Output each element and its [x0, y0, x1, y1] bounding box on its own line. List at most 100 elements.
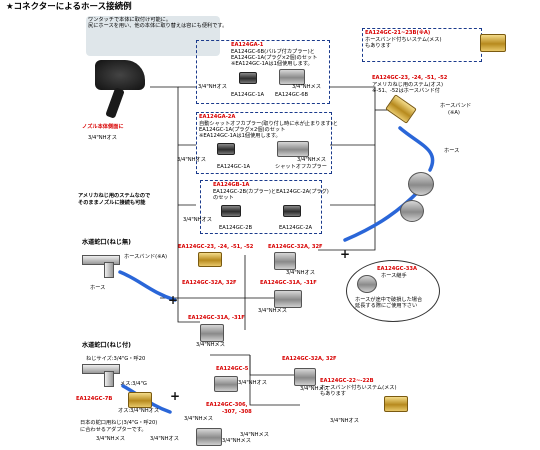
- code-307: -307, -308: [222, 409, 252, 415]
- svg-text:+: +: [340, 247, 350, 261]
- sa-label: (※A): [448, 110, 460, 116]
- hose-label-left: ホース: [90, 285, 106, 291]
- thread-female-6-label: 3/4"NHメス: [240, 432, 269, 438]
- set-box-2: EA124GA-2A 自動シャットオフカプラー(取り付し時に水が止まります)と …: [177, 112, 338, 174]
- water-tap-1-spout: [104, 262, 114, 278]
- box1-left-thread: 3/4"NHオス: [198, 84, 227, 90]
- water-tap-2-label: 水道蛇口(ねじ付): [82, 342, 131, 349]
- code-32a: EA124GC-32A, 32F: [268, 244, 323, 250]
- svg-text:+: +: [168, 293, 178, 307]
- male-thread-label: オス:3/4"NHオス: [118, 408, 160, 414]
- hose-joint-label: ホース継手: [381, 273, 407, 279]
- y-connector-image: [196, 428, 222, 446]
- product-photo: [86, 16, 220, 56]
- brass-stem-22-image: [384, 396, 408, 412]
- code-23-note-1: アメリカねじ用のステム(オス): [372, 82, 444, 88]
- female-thread-label: メス:3/4"G: [120, 381, 147, 387]
- code-23-note-2: ※-51、-52はホースバンド付: [372, 88, 440, 94]
- hose-band-label: ホースバンド: [440, 103, 472, 109]
- code-23-right: EA124GC-23, -24, -51, -52: [372, 75, 448, 81]
- code-33a: EA124GC-33A: [377, 266, 417, 272]
- adapter-7b-image: [128, 392, 152, 408]
- hose-joint-note-2: 延長する際にご使用下さい: [355, 303, 418, 309]
- box2-left-thread: 3/4"NHオス: [177, 157, 206, 163]
- box2-right-thread: 3/4"NHメス: [297, 157, 326, 163]
- thread-male-3-label: 3/4"NHオス: [330, 418, 359, 424]
- set-box-4: EA124GC-21~23B(※A) ホースバンド付ちいステム(メス) もありま…: [362, 28, 482, 62]
- hose-joint-image: [408, 172, 434, 196]
- brass-stem-image: [480, 34, 506, 52]
- thread-female-7-label: 3/4"NHメス: [96, 436, 125, 442]
- coupler-5-image: [214, 376, 238, 392]
- box1-line-2: EA124GC-1A(プラグ×2個)のセット: [231, 55, 318, 61]
- code-32a-2: EA124GC-32A, 32F: [182, 280, 237, 286]
- box1-right-code: EA124GC-6B: [275, 92, 309, 98]
- code-32a-3: EA124GC-32A, 32F: [282, 356, 337, 362]
- thread-male-4-label: 3/4"NHオス: [150, 436, 179, 442]
- plug-image: [217, 143, 235, 155]
- coupler-32a-3-image: [294, 368, 316, 386]
- coupler-valve-image: [279, 69, 305, 85]
- set-box-1: EA124GA-1 EA124GC-6B(バルブ付カプラー)と EA124GC-…: [196, 40, 330, 104]
- hose-joint-small-image: [357, 275, 377, 293]
- box3-line-2: のセット: [213, 195, 234, 201]
- hose-joint-note-1: ホースが途中で破損した場合: [355, 297, 423, 303]
- hose-label-right: ホース: [444, 148, 460, 154]
- box2-line-2: EA124GC-1A(プラグ×2個)のセット: [199, 127, 286, 133]
- box1-line-3: ※EA124GC-1Aは1個使用します。: [231, 61, 313, 67]
- nozzle-label: ノズル本体側面に: [82, 124, 124, 130]
- coupler-31a-left-image: [200, 324, 224, 342]
- box2-code: EA124GA-2A: [199, 114, 236, 120]
- thread-male-label: 3/4"NHオス: [286, 270, 315, 276]
- thread-female-label: 3/4"NHメス: [258, 308, 287, 314]
- box2-line-1: 自動シャットオフカプラー(取り付し時に水が止まります)と: [199, 121, 338, 127]
- code-306: EA124GC-306,: [206, 402, 248, 408]
- spray-nozzle-image: [95, 60, 145, 90]
- plug-image: [239, 72, 257, 84]
- set-box-3: EA124GB-1A EA124GC-2B(カプラー)とEA124GC-2A(プ…: [183, 180, 329, 234]
- svg-text:+: +: [170, 389, 180, 403]
- code-22-note-2: もあります: [320, 391, 346, 397]
- thread-male-2-label: 3/4"NHオス: [238, 380, 267, 386]
- code-31a: EA124GC-31A, -31F: [260, 280, 317, 286]
- box1-left-code: EA124GC-1A: [231, 92, 265, 98]
- hose-joint-image-2: [400, 200, 424, 222]
- thread-female-2-label: 3/4"NHメス: [196, 342, 225, 348]
- code-5: EA124GC-5: [216, 366, 249, 372]
- box2-left-code: EA124GC-1A: [217, 164, 251, 170]
- box4-code: EA124GC-21~23B(※A): [365, 30, 431, 36]
- tap-adapter-note-2: に合わせるアダプターです。: [80, 427, 147, 433]
- box3-left-thread: 3/4"NHオス: [183, 217, 212, 223]
- box4-line-1: ホースバンド付ちいステム(メス): [365, 37, 442, 43]
- coupler-31a-image: [274, 290, 302, 308]
- box1-right-thread: 3/4"NHメス: [292, 84, 321, 90]
- water-tap-2-spout: [104, 371, 114, 387]
- box4-line-2: もあります: [365, 43, 391, 49]
- brass-stem-left-image: [198, 252, 222, 267]
- code-22: EA124GC-22~-22B: [320, 378, 374, 384]
- box3-left-code: EA124GC-2B: [219, 225, 253, 231]
- thread-female-3-label: 3/4"NHメス: [300, 386, 329, 392]
- screw-size-label: ねじサイズ:3/4"G・呼20: [86, 356, 146, 362]
- plug-image: [283, 205, 301, 217]
- hose-band-2-label: ホースバンド(※A): [124, 254, 168, 260]
- water-tap-1-image: [82, 255, 120, 265]
- coupler-32a-image: [274, 252, 296, 270]
- coupler-image: [221, 205, 241, 217]
- box3-line-1: EA124GC-2B(カプラー)とEA124GC-2A(プラグ): [213, 189, 329, 195]
- american-note-2: そのままノズルに接続も可能: [78, 200, 146, 206]
- thread-female-4-label: 3/4"NHメス: [184, 416, 213, 422]
- code-31a-2: EA124GC-31A, -31F: [188, 315, 245, 321]
- box3-code: EA124GB-1A: [213, 182, 250, 188]
- code-22-note-1: ホースバンド付ちいステム(メス): [320, 385, 397, 391]
- water-tap-1-label: 水道蛇口(ねじ無): [82, 239, 131, 246]
- code-23-left: EA124GC-23, -24, -51, -52: [178, 244, 254, 250]
- thread-female-5-label: 3/4"NHメス: [222, 438, 251, 444]
- box1-code: EA124GA-1: [231, 42, 264, 48]
- water-tap-2-image: [82, 364, 120, 374]
- tap-adapter-note-1: 日本の蛇口用ねじ(3/4"G・呼20): [80, 420, 158, 426]
- nozzle-thread: 3/4"NHオス: [88, 135, 117, 141]
- hose-joint-callout: EA124GC-33A ホース継手 ホースが途中で破損した場合 延長する際にご使…: [346, 260, 440, 322]
- page-title: ★コネクターによるホース接続例: [6, 2, 132, 12]
